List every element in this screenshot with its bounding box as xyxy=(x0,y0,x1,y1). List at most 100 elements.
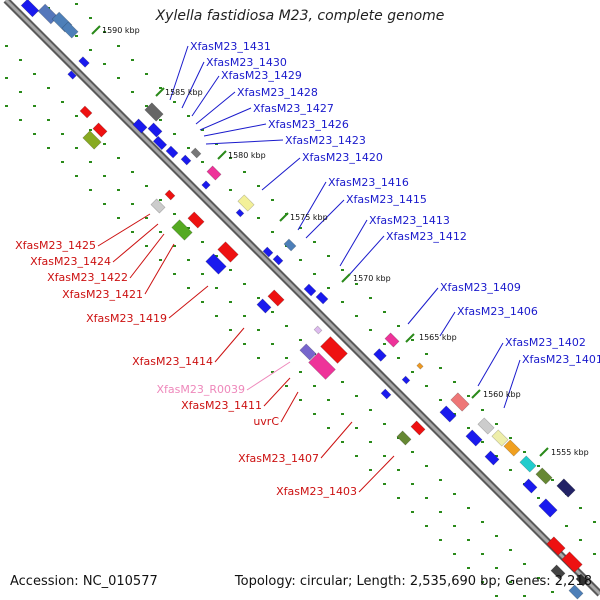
track-dot xyxy=(411,483,414,485)
gene-label[interactable]: XfasM23_1423 xyxy=(285,134,366,147)
track-dot xyxy=(131,171,134,173)
track-dot xyxy=(159,259,162,261)
gene-label[interactable]: XfasM23_1426 xyxy=(268,118,349,131)
gene-feature xyxy=(262,246,274,258)
gene-label[interactable]: XfasM23_1422 xyxy=(47,271,128,284)
track-dot xyxy=(299,399,302,401)
track-dot xyxy=(33,105,36,107)
track-dot xyxy=(439,539,442,541)
track-dot xyxy=(103,63,106,65)
gene-label[interactable]: XfasM23_1403 xyxy=(276,485,357,498)
gene-label[interactable]: XfasM23_1401 xyxy=(522,353,600,366)
tick-mark xyxy=(539,447,549,457)
track-dot xyxy=(369,469,372,471)
gene-label[interactable]: XfasM23_1431 xyxy=(190,40,271,53)
track-dot xyxy=(5,105,8,107)
track-dot xyxy=(271,343,274,345)
gene-feature xyxy=(568,584,584,600)
track-dot xyxy=(495,535,498,537)
track-dot xyxy=(593,553,596,555)
track-dot xyxy=(481,409,484,411)
gene-feature xyxy=(439,405,457,423)
leader-line xyxy=(439,311,456,337)
track-dot xyxy=(75,35,78,37)
track-dot xyxy=(411,511,414,513)
gene-feature xyxy=(303,283,317,297)
track-dot xyxy=(495,595,498,597)
leader-line xyxy=(305,199,345,239)
track-dot xyxy=(173,101,176,103)
gene-feature xyxy=(152,135,168,151)
tick-label: 1590 kbp xyxy=(102,26,140,35)
gene-feature xyxy=(171,219,193,241)
track-dot xyxy=(481,521,484,523)
gene-feature xyxy=(491,429,509,447)
track-dot xyxy=(131,203,134,205)
gene-label[interactable]: XfasM23_1430 xyxy=(206,56,287,69)
leader-line xyxy=(297,181,327,231)
gene-label[interactable]: XfasM23_1415 xyxy=(346,193,427,206)
track-dot xyxy=(159,199,162,201)
gene-label[interactable]: XfasM23_1412 xyxy=(386,230,467,243)
leader-line xyxy=(169,45,189,101)
gene-features xyxy=(20,0,589,600)
track-dot xyxy=(537,577,540,579)
map-title: Xylella fastidiosa M23, complete genome xyxy=(155,8,445,24)
gene-label[interactable]: XfasM23_1425 xyxy=(15,239,96,252)
gene-label[interactable]: XfasM23_1411 xyxy=(181,399,262,412)
gene-feature xyxy=(201,180,211,190)
gene-label[interactable]: XfasM23_1406 xyxy=(457,305,538,318)
gene-feature xyxy=(450,392,470,412)
gene-feature xyxy=(373,348,387,362)
gene-label[interactable]: XfasM23_1409 xyxy=(440,281,521,294)
leader-line xyxy=(263,377,291,407)
gene-label[interactable]: uvrC xyxy=(253,415,279,428)
gene-label[interactable]: XfasM23_1414 xyxy=(132,355,213,368)
gene-feature xyxy=(465,429,483,447)
gene-feature xyxy=(190,147,202,159)
gene-label[interactable]: XfasM23_1428 xyxy=(237,86,318,99)
track-dot xyxy=(215,255,218,257)
track-dot xyxy=(467,539,470,541)
track-dot xyxy=(47,147,50,149)
gene-label[interactable]: XfasM23_1424 xyxy=(30,255,111,268)
reverse-gene-labels: XfasM23_1425 XfasM23_1424 XfasM23_1422 X… xyxy=(15,239,357,498)
gene-label[interactable]: XfasM23_1416 xyxy=(328,176,409,189)
gene-feature xyxy=(315,291,329,305)
gene-label[interactable]: XfasM23_1413 xyxy=(369,214,450,227)
track-dot xyxy=(61,133,64,135)
tick-label: 1555 kbp xyxy=(551,448,589,457)
gene-feature xyxy=(217,241,239,263)
track-dot xyxy=(439,399,442,401)
track-dot xyxy=(551,591,554,593)
gene-feature xyxy=(165,145,179,159)
gene-label[interactable]: XfasM23_1427 xyxy=(253,102,334,115)
gene-label[interactable]: XfasM23_1419 xyxy=(86,312,167,325)
gene-label[interactable]: XfasM23_1407 xyxy=(238,452,319,465)
track-dot xyxy=(453,525,456,527)
sequence-backbone xyxy=(3,0,600,597)
track-dot xyxy=(229,157,232,159)
tick-label: 1560 kbp xyxy=(483,390,521,399)
gene-feature xyxy=(205,253,227,275)
track-dot xyxy=(411,451,414,453)
gene-label[interactable]: XfasM23_1421 xyxy=(62,288,143,301)
track-dot xyxy=(495,423,498,425)
gene-label[interactable]: XfasM23_1420 xyxy=(302,151,383,164)
gene-feature xyxy=(92,122,108,138)
track-dot xyxy=(215,315,218,317)
track-dot xyxy=(495,455,498,457)
track-dot xyxy=(453,413,456,415)
gene-label[interactable]: XfasM23_1402 xyxy=(505,336,586,349)
gene-feature xyxy=(20,0,40,18)
gene-label[interactable]: XfasM23_R0039 xyxy=(156,383,245,396)
track-dot xyxy=(257,185,260,187)
leader-line xyxy=(477,342,504,387)
gene-feature xyxy=(61,21,79,39)
track-dot xyxy=(341,269,344,271)
track-dot xyxy=(89,49,92,51)
leader-line xyxy=(407,287,439,325)
track-dot xyxy=(229,329,232,331)
gene-label[interactable]: XfasM23_1429 xyxy=(221,69,302,82)
track-dot xyxy=(131,231,134,233)
